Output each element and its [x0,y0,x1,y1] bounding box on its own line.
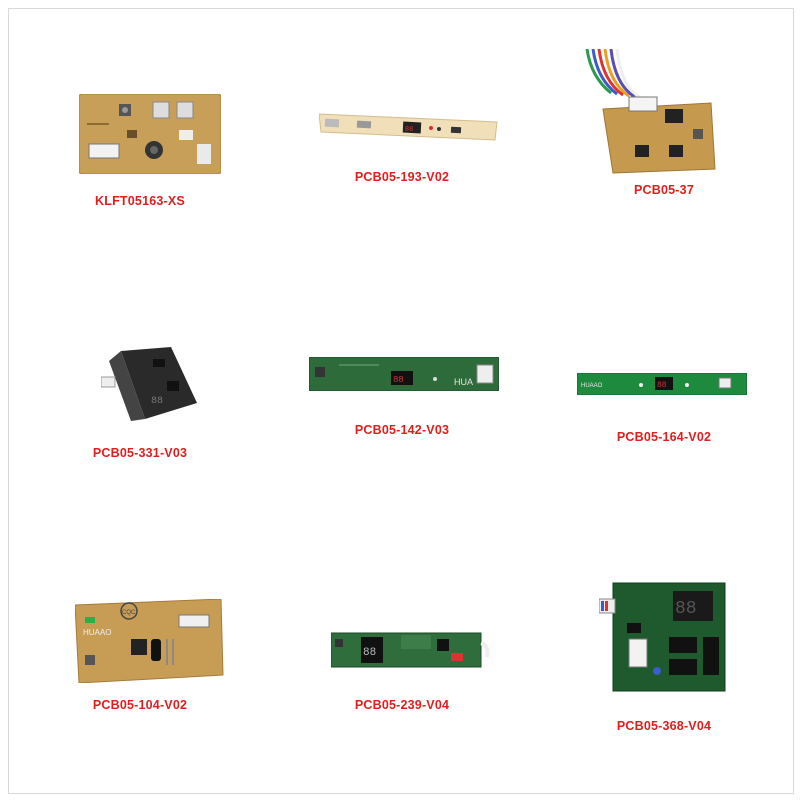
product-label: KLFT05163-XS [95,194,185,208]
led-digits: 88 [151,396,163,407]
product-image-pcb05-37 [583,49,723,179]
led-digits: 88 [405,126,414,134]
product-label: PCB05-164-V02 [616,430,712,444]
board-marking-hua: HUA [454,377,473,387]
product-image-pcb05-331: 88 [101,343,201,423]
board-marking-cqc: CQC [122,610,136,616]
board-marking-huaao: HUAAO [581,383,603,389]
product-label: PCB05-104-V02 [92,698,188,712]
product-image-pcb05-239: 88 [331,627,491,671]
product-cell-9[interactable]: 88 PCB05-368-V04 [533,533,795,795]
board-marking-huaao: HUAAO [83,628,111,637]
led-digits: 88 [657,381,667,390]
product-image-pcb05-104: CQC HUAAO [75,599,225,683]
led-digits: 88 [393,375,404,385]
product-cell-8[interactable]: 88 PCB05-239-V04 [271,533,533,795]
led-digits: 88 [675,599,697,619]
product-label: PCB05-331-V03 [92,446,188,460]
product-cell-2[interactable]: 88 PCB05-193-V02 [271,9,533,271]
product-image-pcb05-142: 88 HUA [309,357,499,391]
product-grid: KLFT05163-XS 88 PCB05-193-V02 [8,8,794,794]
product-cell-6[interactable]: HUAAO 88 PCB05-164-V02 [533,271,795,533]
product-cell-1[interactable]: KLFT05163-XS [9,9,271,271]
product-label: PCB05-368-V04 [616,719,712,733]
product-label: PCB05-37 [634,183,694,197]
product-label: PCB05-239-V04 [354,698,450,712]
product-image-pcb05-193: 88 [319,110,499,142]
product-cell-4[interactable]: 88 PCB05-331-V03 [9,271,271,533]
product-label: PCB05-193-V02 [354,170,450,184]
product-cell-3[interactable]: PCB05-37 [533,9,795,271]
led-digits: 88 [363,647,376,659]
product-cell-7[interactable]: CQC HUAAO PCB05-104-V02 [9,533,271,795]
product-image-klft05163 [79,94,221,174]
product-image-pcb05-164: HUAAO 88 [577,373,747,395]
product-cell-5[interactable]: 88 HUA PCB05-142-V03 [271,271,533,533]
product-image-pcb05-368: 88 [599,577,729,697]
product-label: PCB05-142-V03 [354,423,450,437]
